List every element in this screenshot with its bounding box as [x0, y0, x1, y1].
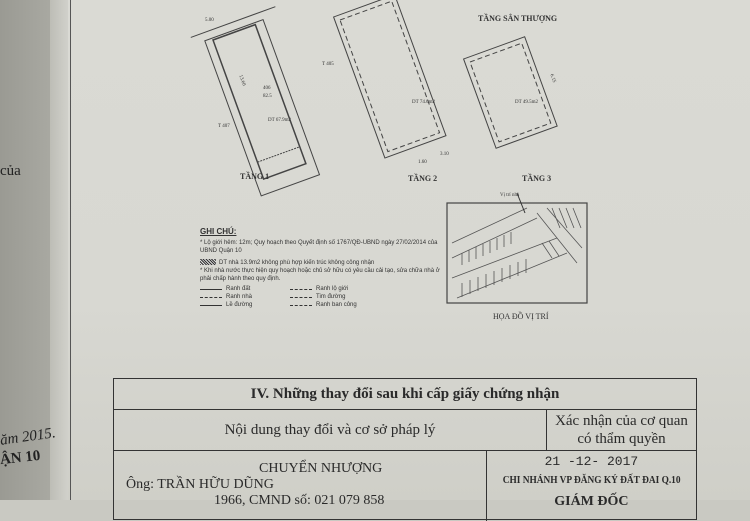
- column-header-content: Nội dung thay đổi và cơ sở pháp lý: [114, 410, 547, 450]
- header-line: có thẩm quyền: [577, 431, 666, 447]
- note-text: DT nhà 13.9m2 không phù hợp kiến trúc kh…: [219, 260, 375, 266]
- legend-line-dashed: [290, 304, 312, 306]
- lot-number: 406: [263, 86, 271, 91]
- legend-line-dashed: [290, 288, 312, 290]
- floor-1-plan: [190, 6, 321, 197]
- dimension-width: 5.00: [205, 18, 214, 23]
- floor-1-area: DT 67.9m2: [268, 118, 291, 123]
- legend: Ranh đất Ranh lộ giới Ranh nhà Tim đường…: [200, 285, 450, 309]
- note-line: DT nhà 13.9m2 không phù hợp kiến trúc kh…: [200, 259, 450, 267]
- dimension-2: 3.10: [440, 152, 449, 157]
- note-line: * Lộ giới hẻm: 12m; Quy hoạch theo Quyết…: [200, 240, 438, 254]
- floor-3-area: DT 49.5m2: [515, 100, 538, 105]
- office-stamp: CHI NHÁNH VP ĐĂNG KÝ ĐẤT ĐAI Q.10: [502, 474, 681, 486]
- dimension-1: 1.60: [418, 160, 427, 165]
- left-page-fragment: của: [0, 163, 21, 179]
- left-page: [0, 0, 52, 500]
- neighbor-lot-407: T 407: [218, 124, 230, 129]
- signer-title: GIÁM ĐỐC: [554, 494, 629, 509]
- floor-2-plan: [332, 0, 447, 159]
- notes-title: GHI CHÚ:: [200, 227, 237, 236]
- page-fold: [50, 0, 70, 500]
- column-header-confirmation: Xác nhận của cơ quan có thẩm quyền: [547, 410, 696, 450]
- floor-3-plan: [462, 36, 558, 149]
- owner-name: Ông: TRẦN HỮU DŨNG: [126, 477, 274, 492]
- owner-id: 1966, CMND số: 021 079 858: [214, 493, 385, 508]
- legend-label: Lề đường: [226, 302, 253, 308]
- page-margin-line: [70, 0, 71, 500]
- header-line: Xác nhận của cơ quan: [555, 413, 688, 429]
- change-content-cell: CHUYỂN NHƯỢNG Ông: TRẦN HỮU DŨNG 1966, C…: [114, 451, 487, 521]
- main-page: [68, 0, 750, 500]
- notes-section: GHI CHÚ: * Lộ giới hẻm: 12m; Quy hoạch t…: [200, 228, 450, 309]
- floor-3-label: TẦNG 3: [522, 174, 552, 183]
- note-line: * Khi nhà nước thực hiện quy hoạch hoặc …: [200, 268, 440, 282]
- floor-rooftop-label: TẦNG SÂN THƯỢNG: [478, 14, 558, 23]
- floor-2-area: DT 74.0m2: [412, 100, 435, 105]
- legend-line-solid: [200, 304, 222, 306]
- table-title: IV. Những thay đổi sau khi cấp giấy chứn…: [114, 379, 696, 410]
- changes-table: IV. Những thay đổi sau khi cấp giấy chứn…: [113, 378, 697, 521]
- change-type: CHUYỂN NHƯỢNG: [259, 461, 383, 476]
- legend-line-solid: [200, 288, 222, 290]
- location-map-title: HỌA ĐỒ VỊ TRÍ: [493, 312, 549, 321]
- floor-1-label: TẦNG 1: [240, 172, 270, 181]
- floor-plan-drawings: [190, 0, 588, 304]
- legend-label: Ranh ban công: [316, 302, 357, 308]
- lot-area: 82.5: [263, 94, 272, 99]
- legend-line-dashed: [200, 296, 222, 298]
- floor-2-label: TẦNG 2: [408, 174, 438, 183]
- neighbor-lot-405: T 405: [322, 62, 334, 67]
- location-map: [446, 192, 588, 304]
- hatch-swatch-icon: [200, 259, 216, 266]
- legend-label: Ranh nhà: [226, 294, 253, 300]
- legend-line-dashdot: [290, 296, 312, 298]
- house-location-marker: Vị trí nhà: [500, 193, 520, 198]
- stamp-date: 21 -12- 2017: [544, 454, 639, 469]
- confirmation-cell: 21 -12- 2017 CHI NHÁNH VP ĐĂNG KÝ ĐẤT ĐA…: [487, 451, 696, 521]
- table-header-row: Nội dung thay đổi và cơ sở pháp lý Xác n…: [114, 410, 696, 451]
- legend-label: Ranh đất: [226, 286, 251, 292]
- legend-label: Tim đường: [316, 294, 346, 300]
- table-row: CHUYỂN NHƯỢNG Ông: TRẦN HỮU DŨNG 1966, C…: [114, 451, 696, 521]
- legend-label: Ranh lộ giới: [316, 286, 349, 292]
